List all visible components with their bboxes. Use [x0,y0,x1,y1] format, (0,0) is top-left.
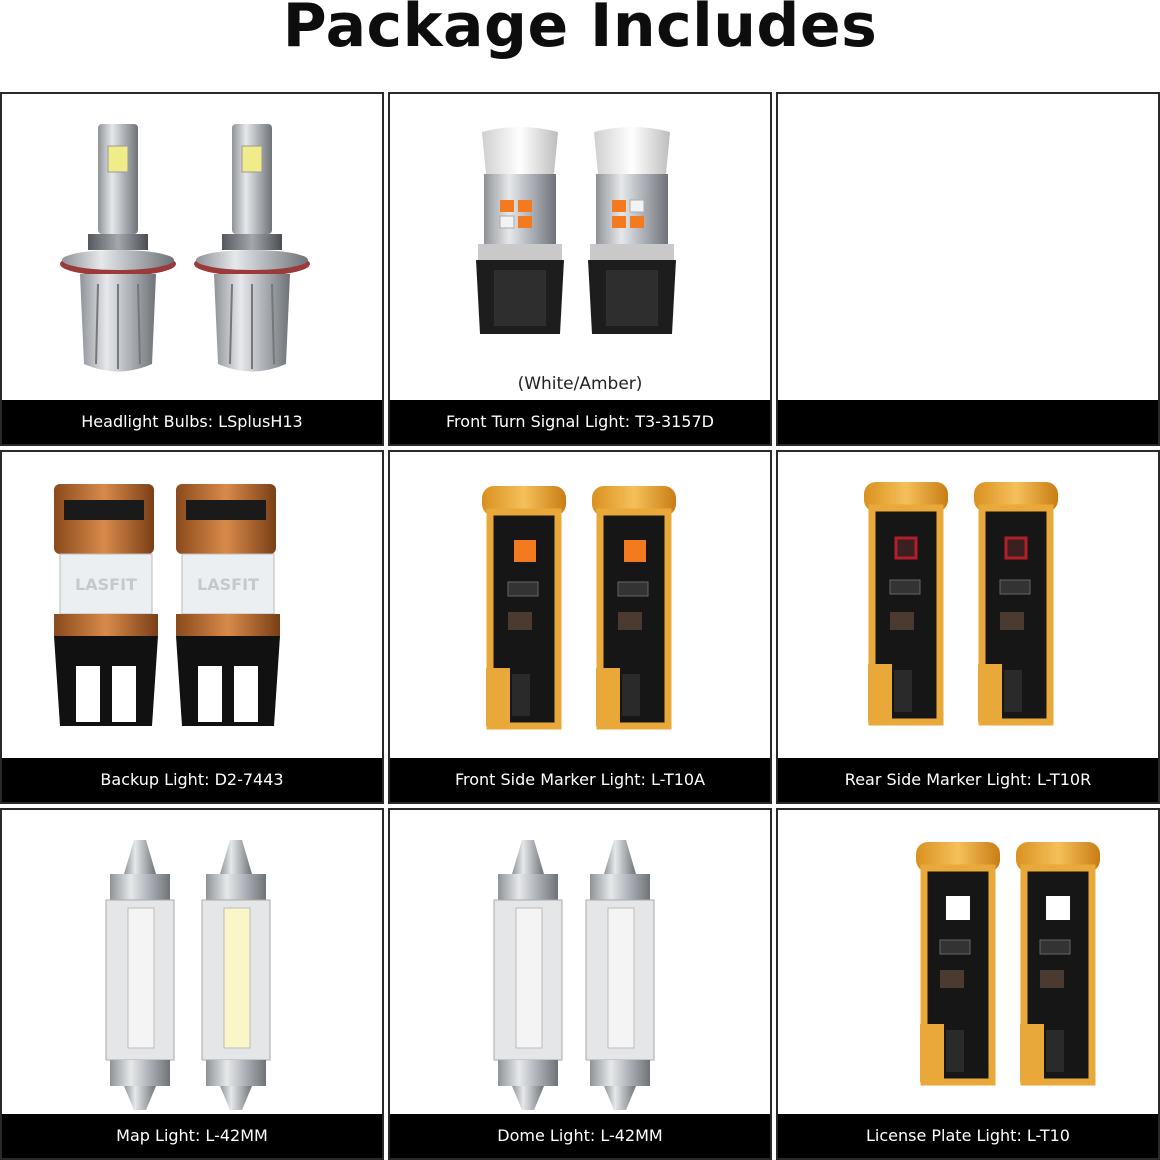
product-card-rear-side-marker: Rear Side Marker Light: L-T10R [776,450,1160,804]
h13-headlight-bulb-icon [2,94,382,400]
product-caption: Headlight Bulbs: LSplusH13 [2,400,382,444]
7443-bulb-icon: LASFIT LASFIT [2,452,382,758]
page-title: Package Includes [282,0,878,61]
product-caption: Map Light: L-42MM [2,1114,382,1158]
festoon-bulb-icon [2,810,382,1114]
t10-red-bulb-icon [778,452,1158,758]
t10-amber-bulb-icon [390,452,770,758]
product-card-map-light: Map Light: L-42MM [0,808,384,1160]
product-caption: License Plate Light: L-T10 [778,1114,1158,1158]
product-card-headlight: Headlight Bulbs: LSplusH13 [0,92,384,446]
color-note: (White/Amber) [517,374,643,394]
product-card-turn-signal: (White/Amber) Front Turn Signal Light: T… [388,92,772,446]
product-card-front-side-marker: Front Side Marker Light: L-T10A [388,450,772,804]
product-card-empty [776,92,1160,446]
t10-white-bulb-icon [778,810,1158,1114]
product-card-license-plate: License Plate Light: L-T10 [776,808,1160,1160]
festoon-bulb-icon [390,810,770,1114]
product-card-backup: LASFIT LASFIT Backup Light: D2-7443 [0,450,384,804]
svg-text:LASFIT: LASFIT [75,575,137,594]
product-caption [778,400,1158,444]
product-caption: Rear Side Marker Light: L-T10R [778,758,1158,802]
product-caption: Front Turn Signal Light: T3-3157D [390,400,770,444]
product-caption: Front Side Marker Light: L-T10A [390,758,770,802]
svg-text:LASFIT: LASFIT [197,575,259,594]
product-card-dome-light: Dome Light: L-42MM [388,808,772,1160]
3157-bulb-icon [390,94,770,400]
empty-image-area [778,94,1158,400]
product-caption: Backup Light: D2-7443 [2,758,382,802]
product-caption: Dome Light: L-42MM [390,1114,770,1158]
